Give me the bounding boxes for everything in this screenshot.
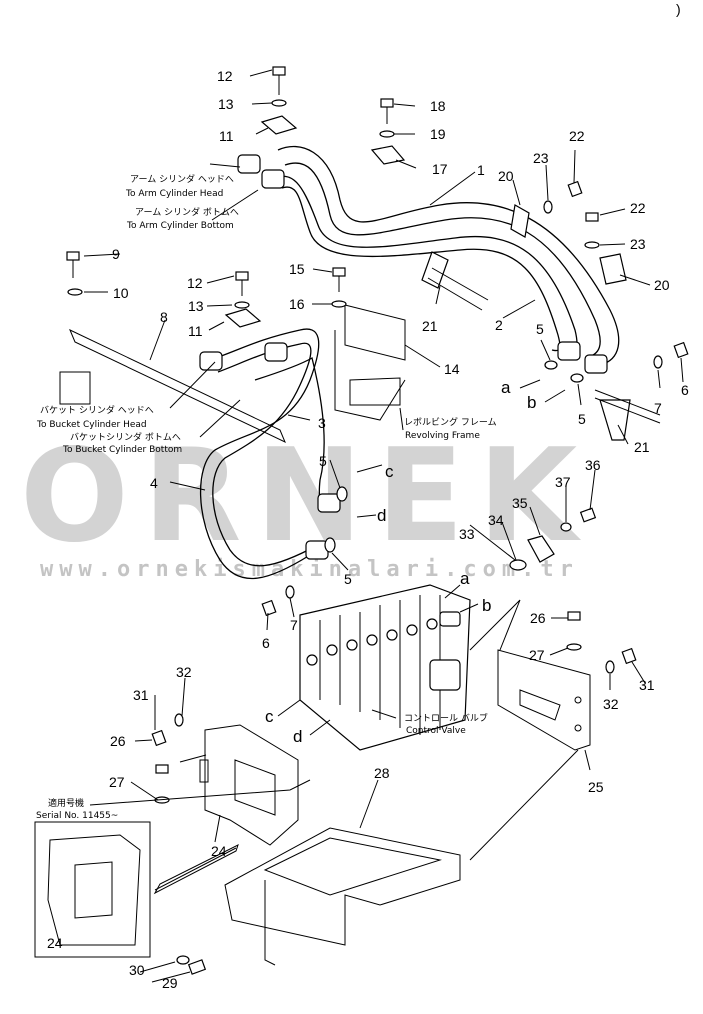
fasteners-mid (151, 585, 637, 804)
valve-bracket-left (199, 724, 299, 846)
callout-22a: 22 (569, 128, 585, 144)
callout-5b: 5 (578, 411, 586, 427)
note-serial-jp: 適用号機 (48, 797, 84, 809)
note-revolving-en: Revolving Frame (405, 431, 480, 441)
callout-4: 4 (150, 475, 158, 491)
callout-31b: 31 (133, 687, 149, 703)
note-control-en: Control Valve (406, 726, 466, 736)
callout-26a: 26 (530, 610, 546, 626)
callout-27b: 27 (109, 774, 125, 790)
serial-variant-box (34, 821, 239, 958)
callout-25: 25 (588, 779, 604, 795)
callout-17: 17 (432, 161, 448, 177)
callout-26b: 26 (110, 733, 126, 749)
callout-32b: 32 (176, 664, 192, 680)
support-plate (224, 827, 461, 966)
callout-14: 14 (444, 361, 460, 377)
corner-mark: ) (676, 1, 681, 17)
pipe-brackets (59, 267, 661, 444)
letter-a-valve: a (460, 569, 470, 588)
callout-11a: 11 (219, 128, 234, 144)
callout-36: 36 (585, 457, 601, 473)
callout-12b: 12 (187, 275, 203, 291)
callout-33: 33 (459, 526, 475, 542)
callout-19: 19 (430, 126, 446, 142)
note-bucket-head-jp: バケット シリンダ ヘッドへ (40, 404, 154, 416)
callout-21b: 21 (634, 439, 650, 455)
callout-20b: 20 (654, 277, 670, 293)
connection-letters: a b c d a b c d (265, 378, 536, 746)
callout-23a: 23 (533, 150, 549, 166)
callout-11b: 11 (188, 323, 203, 339)
note-revolving-jp: レボルビング フレーム (404, 416, 497, 428)
callout-31a: 31 (639, 677, 655, 693)
letter-c-valve: c (265, 707, 274, 726)
callout-10: 10 (113, 285, 129, 301)
letter-b-valve: b (482, 596, 491, 615)
flange-blocks (199, 154, 608, 560)
callout-35: 35 (512, 495, 528, 511)
callout-8: 8 (160, 309, 168, 325)
callout-15: 15 (289, 261, 305, 277)
callout-28: 28 (374, 765, 390, 781)
callout-24b: 24 (47, 935, 63, 951)
leader-lines (83, 69, 684, 983)
note-bucket-bottom-en: To Bucket Cylinder Bottom (62, 445, 182, 455)
note-arm-head-jp: アーム シリンダ ヘッドへ (130, 173, 234, 185)
callout-27a: 27 (529, 647, 545, 663)
callout-3: 3 (318, 415, 326, 431)
valve-bracket-right (497, 649, 591, 751)
callout-6a: 6 (681, 382, 689, 398)
letter-b-top: b (527, 393, 536, 412)
fasteners-top (66, 66, 689, 553)
callout-5c: 5 (319, 453, 327, 469)
note-bucket-head-en: To Bucket Cylinder Head (36, 420, 147, 430)
callout-6b: 6 (262, 635, 270, 651)
callout-20a: 20 (498, 168, 514, 184)
callout-37: 37 (555, 474, 571, 490)
callout-30: 30 (129, 962, 145, 978)
callout-23b: 23 (630, 236, 646, 252)
note-arm-head-en: To Arm Cylinder Head (125, 189, 223, 199)
elbow-fittings (509, 507, 597, 571)
callout-7a: 7 (654, 400, 662, 416)
callout-34: 34 (488, 512, 504, 528)
letter-d-top: d (377, 506, 386, 525)
letter-c-top: c (385, 462, 394, 481)
fasteners-bottom (176, 955, 207, 975)
callout-5d: 5 (344, 571, 352, 587)
note-arm-bottom-en: To Arm Cylinder Bottom (126, 221, 234, 231)
note-arm-bottom-jp: アーム シリンダ ボトムへ (135, 206, 239, 218)
callout-16: 16 (289, 296, 305, 312)
callout-1: 1 (477, 162, 485, 178)
note-bucket-bottom-jp: バケットシリンダ ボトムへ (70, 431, 181, 443)
callout-21a: 21 (422, 318, 438, 334)
part-callouts: 1 2 3 4 5 5 5 5 6 6 7 7 8 9 10 11 11 12 … (47, 68, 689, 991)
watermark-url: www.ornekismakinalari.com.tr (40, 557, 579, 582)
callout-22b: 22 (630, 200, 646, 216)
callout-13a: 13 (218, 96, 234, 112)
callout-32a: 32 (603, 696, 619, 712)
callout-18: 18 (430, 98, 446, 114)
control-valve (299, 584, 471, 751)
note-serial-en: Serial No. 11455~ (36, 811, 118, 821)
letter-d-valve: d (293, 727, 302, 746)
watermark-brand: ORNEK (20, 422, 591, 571)
callout-9: 9 (112, 246, 120, 262)
note-control-jp: コントロール バルブ (404, 712, 488, 724)
watermark: ORNEK www.ornekismakinalari.com.tr (20, 422, 591, 582)
callout-13b: 13 (188, 298, 204, 314)
arm-pipes (274, 145, 620, 366)
callout-5a: 5 (536, 321, 544, 337)
callout-12a: 12 (217, 68, 233, 84)
callout-24a: 24 (211, 843, 227, 859)
callout-7b: 7 (290, 617, 298, 633)
callout-29: 29 (162, 975, 178, 991)
callout-2: 2 (495, 317, 503, 333)
annotation-notes: アーム シリンダ ヘッドへ To Arm Cylinder Head アーム シ… (36, 173, 497, 821)
letter-a-top: a (501, 378, 511, 397)
